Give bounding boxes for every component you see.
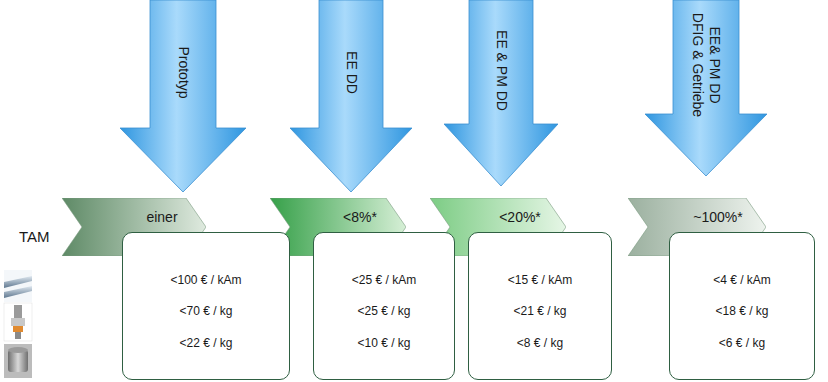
cost-value: <25 € / kg: [357, 304, 410, 318]
cost-value: <10 € / kg: [357, 336, 410, 350]
down-arrow: EE& PM DD DFIG & Getriebe: [645, 0, 767, 176]
cost-box: <15 € / kAm <21 € / kg <8 € / kg: [468, 232, 612, 380]
arrow-shape: [290, 0, 412, 192]
share-label: <20%*: [480, 209, 560, 225]
cost-value: <8 € / kg: [517, 336, 563, 350]
cost-value: <70 € / kg: [179, 304, 232, 318]
share-label: ~100%*: [676, 209, 760, 225]
cost-value: <100 € / kAm: [170, 273, 241, 287]
cost-value: <15 € / kAm: [508, 273, 572, 287]
cost-value: <6 € / kg: [719, 336, 765, 350]
cost-value: <18 € / kg: [715, 304, 768, 318]
cost-box: <25 € / kAm <25 € / kg <10 € / kg: [313, 232, 455, 380]
share-label: <8%*: [320, 209, 400, 225]
cost-value: <25 € / kAm: [352, 273, 416, 287]
arrow-label: EE & PM DD: [493, 14, 510, 126]
magnet-icon: [4, 303, 32, 341]
down-arrow: Prototyp: [120, 0, 246, 192]
down-arrow: EE DD: [290, 0, 412, 192]
cost-value: <21 € / kg: [513, 304, 566, 318]
arrow-label: EE DD: [343, 16, 360, 128]
cost-value: <22 € / kg: [179, 336, 232, 350]
down-arrow: EE & PM DD: [444, 0, 558, 186]
row-label: TAM: [19, 228, 50, 245]
arrow-label: Prototyp: [175, 16, 192, 128]
cost-value: <4 € / kAm: [713, 273, 771, 287]
arrow-label: EE& PM DD DFIG & Getriebe: [689, 11, 723, 119]
cost-box: <100 € / kAm <70 € / kg <22 € / kg: [122, 232, 290, 380]
share-label: einer: [122, 209, 202, 225]
drum-icon: [4, 344, 32, 378]
cost-box: <4 € / kAm <18 € / kg <6 € / kg: [669, 232, 815, 380]
bar-icon: [4, 270, 32, 302]
